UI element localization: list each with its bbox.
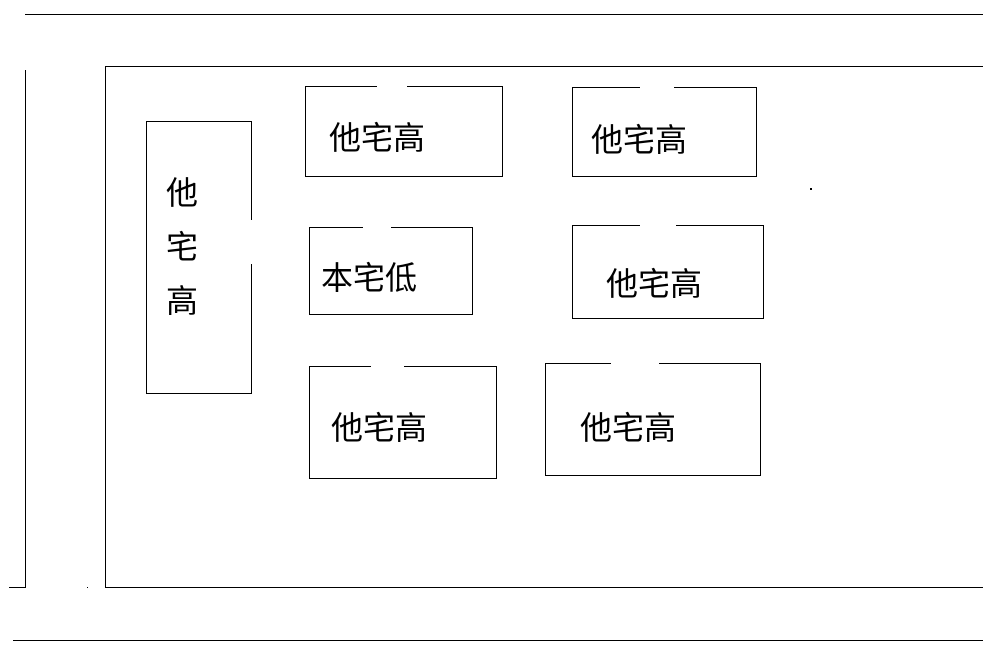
bottom-road-line: [13, 640, 983, 641]
plot-row1-left-label: 他宅高: [329, 119, 426, 157]
plot-row2-left-label: 本宅低: [321, 259, 418, 297]
plot-row3-right: [545, 363, 761, 476]
plot-row1-right-label: 他宅高: [591, 121, 688, 159]
plot-tall-left-label: 他 宅 高: [164, 166, 200, 328]
plot-tall-left: [146, 121, 252, 394]
site-boundary-top: [106, 66, 983, 67]
plot-row1-left: [305, 86, 503, 177]
left-road-line: [25, 70, 26, 588]
top-road-line: [25, 14, 983, 15]
stray-dot: [87, 587, 88, 588]
label-char-2: 宅: [165, 228, 198, 266]
stray-dot: [810, 188, 812, 190]
label-char-3: 高: [165, 282, 198, 320]
label-char-1: 他: [165, 174, 198, 212]
plot-tall-left-opening: [250, 220, 254, 264]
plot-row1-left-opening: [377, 84, 407, 88]
plot-row2-right-opening: [640, 223, 676, 227]
plot-row2-left-own: [309, 227, 473, 315]
plot-row2-left-opening: [363, 225, 391, 229]
plot-row1-right: [572, 87, 757, 177]
plot-row3-right-label: 他宅高: [580, 409, 677, 447]
plot-row3-left-label: 他宅高: [331, 409, 428, 447]
left-road-foot: [9, 587, 26, 588]
plot-row1-right-opening: [640, 85, 674, 89]
plot-row2-right-label: 他宅高: [606, 265, 703, 303]
plot-row2-right: [572, 225, 764, 319]
site-boundary-bottom: [106, 587, 983, 588]
plot-row3-right-opening: [611, 361, 659, 365]
plot-row3-left-opening: [371, 364, 404, 368]
site-boundary-left: [105, 66, 106, 588]
